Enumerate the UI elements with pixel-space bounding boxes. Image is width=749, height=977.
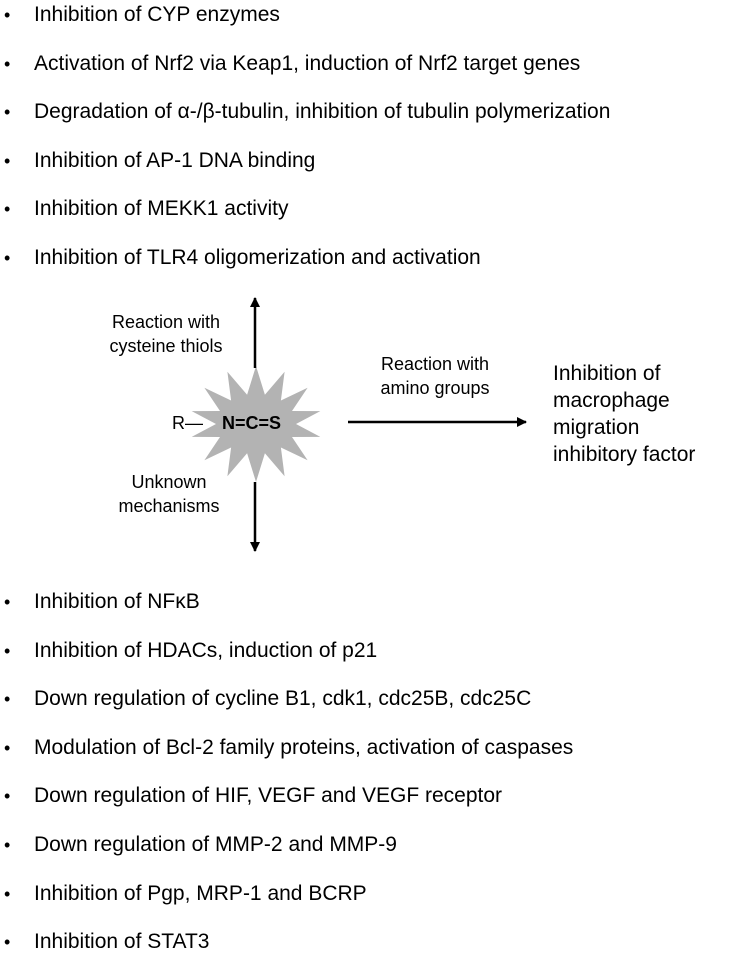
list-item-text: Inhibition of Pgp, MRP-1 and BCRP [34,881,367,905]
bullet: • [4,932,11,953]
list-item-text: Inhibition of TLR4 oligomerization and a… [34,245,481,269]
list-item-text: Down regulation of MMP-2 and MMP-9 [34,832,397,856]
bullet: • [4,592,11,612]
bullet: • [4,247,11,268]
result-line: Inhibition of [553,362,661,385]
list-item-text: Inhibition of AP-1 DNA binding [34,148,316,172]
bullet: • [4,150,11,171]
list-item-text: Inhibition of CYP enzymes [34,3,280,26]
list-item-text: Activation of Nrf2 via Keap1, induction … [34,51,581,75]
label-line: amino groups [380,378,490,398]
bullet: • [4,53,11,74]
list-item-text: Inhibition of STAT3 [34,930,210,954]
mechanism-diagram [191,297,527,552]
result-line: macrophage [553,389,670,412]
label-line: Unknown [131,472,207,492]
amino-reaction-label: Reaction with amino groups [350,352,520,400]
label-line: mechanisms [118,496,220,516]
result-line: inhibitory factor [553,443,696,466]
cysteine-reaction-label: Reaction with cysteine thiols [90,310,242,358]
list-item-text: Inhibition of HDACs, induction of p21 [34,638,378,662]
bullet: • [4,883,11,904]
bullet: • [4,640,11,661]
list-item-text: Down regulation of HIF, VEGF and VEGF re… [34,784,503,808]
unknown-mechanisms-label: Unknown mechanisms [98,470,240,518]
list-item-text: Inhibition of MEKK1 activity [34,197,289,221]
bullet: • [4,5,11,25]
isothiocyanate-group: N=C=S [222,413,282,433]
bullet: • [4,199,11,220]
bullet: • [4,102,11,123]
starburst-shape [191,366,321,482]
mif-inhibition-result: Inhibition of macrophage migration inhib… [553,360,695,468]
bullet: • [4,786,11,807]
result-line: migration [553,416,640,439]
list-item-text: Modulation of Bcl-2 family proteins, act… [34,735,574,759]
bullet: • [4,737,11,758]
bullet: • [4,834,11,855]
bullet: • [4,689,11,710]
label-line: Reaction with [111,312,221,332]
molecule-r-group: R— [172,413,203,433]
label-line: cysteine thiols [109,336,223,356]
list-item-text: Inhibition of NFκB [34,590,200,613]
list-item-text: Degradation of α-/β-tubulin, inhibition … [34,100,611,124]
label-line: Reaction with [380,354,490,374]
list-item-text: Down regulation of cycline B1, cdk1, cdc… [34,687,532,711]
